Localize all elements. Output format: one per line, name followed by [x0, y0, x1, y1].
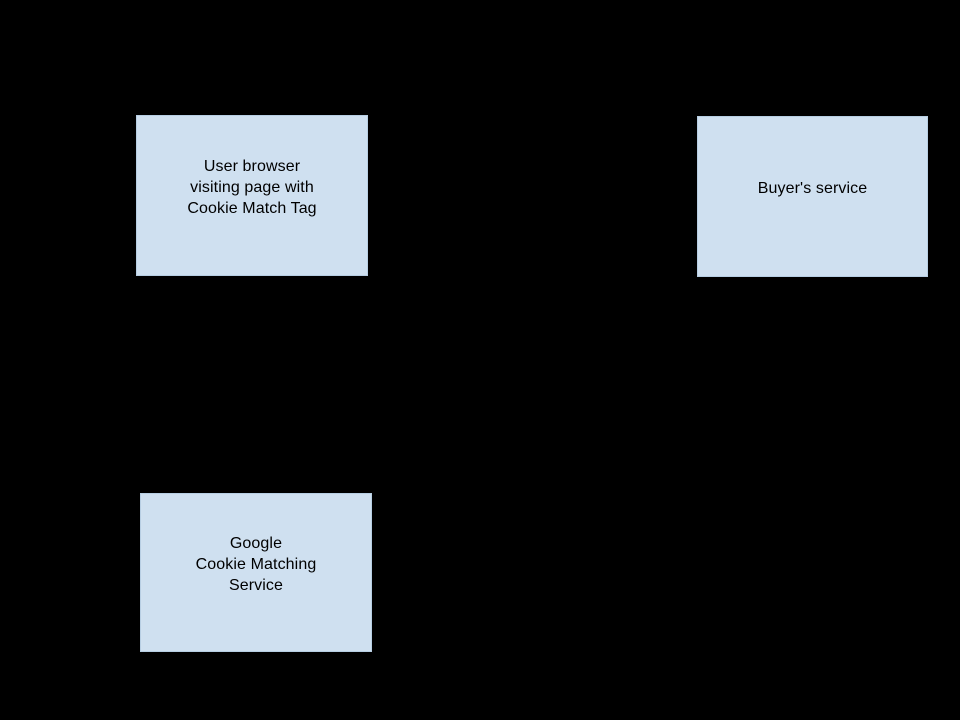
node-google-cookie-matching-service[interactable]: Google Cookie Matching Service [140, 493, 372, 652]
node-user-browser-label: User browser visiting page with Cookie M… [187, 158, 317, 217]
node-user-browser[interactable]: User browser visiting page with Cookie M… [136, 115, 368, 276]
node-buyers-service-label: Buyer's service [757, 180, 868, 197]
node-buyers-service[interactable]: Buyer's service [697, 116, 928, 277]
node-google-cookie-matching-service-label: Google Cookie Matching Service [195, 535, 317, 594]
